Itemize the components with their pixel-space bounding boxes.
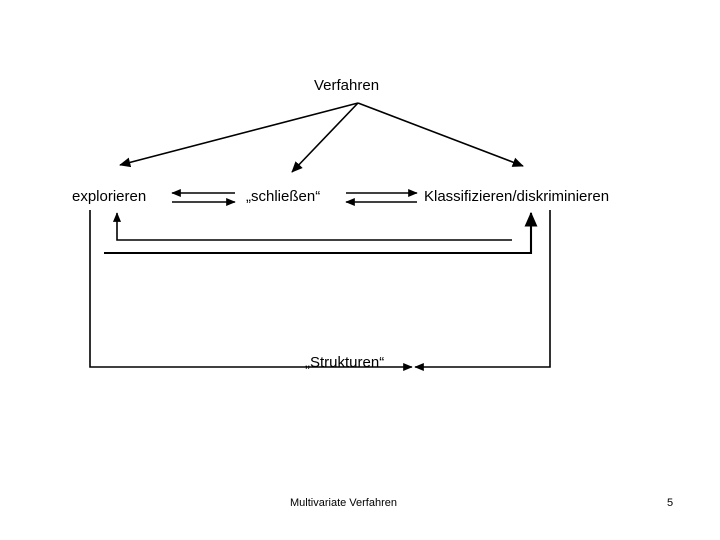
node-label-verfahren: Verfahren: [314, 77, 380, 94]
arrow-verfahren-to-schliessen: [291, 102, 359, 173]
footer-page-number: 5: [667, 497, 674, 509]
double-arrow-schliessen-klassifizieren: [345, 188, 418, 207]
arrow-verfahren-to-klassifizieren: [357, 102, 524, 167]
elbow-return-left-inner-up-to-explorieren: [112, 212, 512, 241]
elbow-explorieren-down-to-strukturen: [89, 210, 413, 372]
elbow-klassifizieren-down-to-strukturen: [414, 210, 551, 372]
double-arrow-explorieren-schliessen: [171, 188, 236, 207]
node-label-explorieren: explorieren: [72, 188, 147, 205]
footer-title: Multivariate Verfahren: [290, 497, 397, 509]
node-label-strukturen: „Strukturen“: [305, 354, 385, 371]
tree-branch-arrows: [119, 102, 524, 173]
node-label-klassifizieren: Klassifizieren/diskriminieren: [424, 188, 610, 205]
elbow-return-right-outer-up-to-klassifizieren: [104, 211, 538, 255]
feedback-loops-lower: [89, 210, 551, 372]
node-label-schliessen: „schließen“: [246, 188, 321, 205]
arrow-verfahren-to-explorieren: [119, 102, 359, 168]
